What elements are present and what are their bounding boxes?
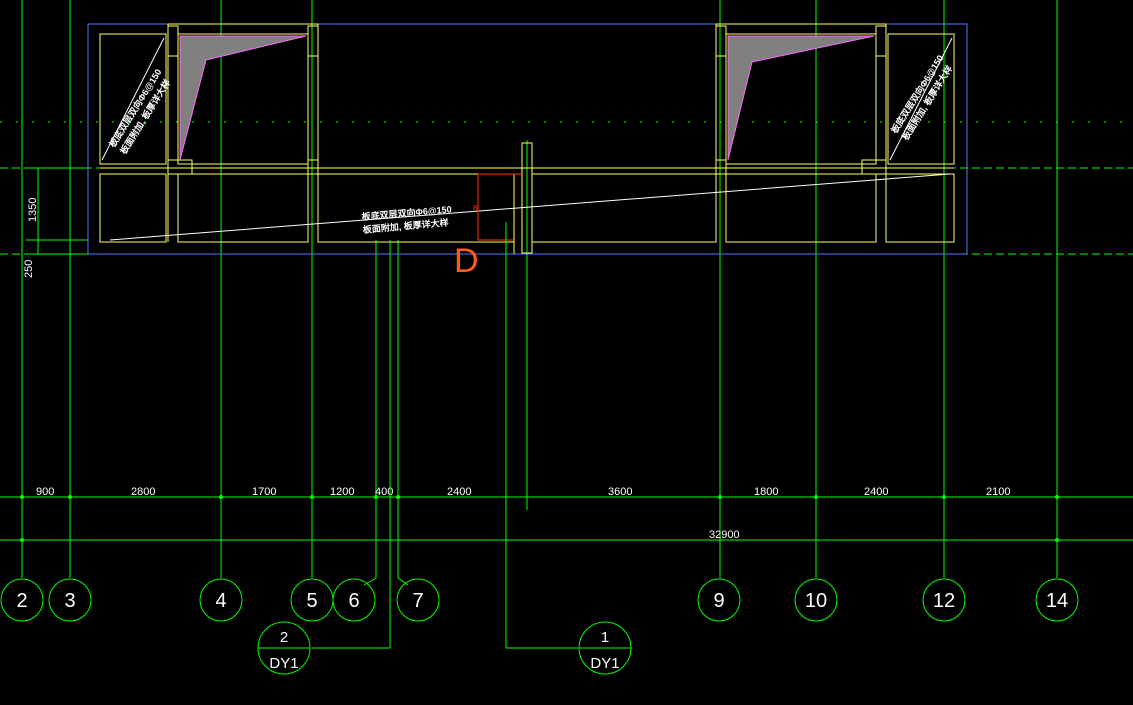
section-symbol-1[interactable]: 1 DY1 [578, 621, 632, 675]
dim-vertical-1: 1350 [27, 198, 39, 222]
axis-label-4: 4 [215, 590, 226, 612]
section-symbol-1-number: 1 [601, 629, 609, 646]
hatch-right [727, 35, 875, 161]
axis-bubbles [0, 578, 1079, 622]
axis-bubble-10[interactable] [794, 578, 838, 622]
slab-note-left: 板底双层双向Φ6@150 板面附加, 板厚详大样 [106, 67, 172, 156]
section-symbol-2[interactable]: 2 DY1 [257, 621, 311, 675]
slab-lines [101, 37, 953, 241]
axis-bubble-7[interactable] [396, 578, 440, 622]
axis-label-6: 6 [348, 590, 359, 612]
axis-bubble-14[interactable] [1035, 578, 1079, 622]
dim-span-9: 2400 [864, 486, 888, 498]
dim-vertical-2: 250 [23, 260, 35, 278]
floor-boundary [87, 23, 968, 255]
axis-label-9: 9 [713, 590, 724, 612]
slab-note-center: 板底双层双向Φ6@150 板面附加, 板厚详大样 [361, 203, 452, 235]
dim-span-5: 400 [375, 486, 393, 498]
axis-labels: 2 3 4 5 6 7 9 10 12 14 [16, 590, 1068, 612]
slab-note-right: 板底双层双向Φ6@150 板面附加, 板厚详大样 [888, 53, 954, 142]
axis-label-7: 7 [412, 590, 423, 612]
axis-bubble-12[interactable] [922, 578, 966, 622]
axis-bubble-4[interactable] [199, 578, 243, 622]
section-leaders [312, 222, 578, 649]
dimension-lines [0, 167, 1133, 541]
axis-bubble-6[interactable] [332, 578, 376, 622]
hatch-areas [179, 35, 875, 161]
dim-total: 32900 [709, 529, 740, 541]
axis-label-12: 12 [933, 590, 955, 612]
dim-span-4: 1200 [330, 486, 354, 498]
dim-span-7: 3600 [608, 486, 632, 498]
axis-label-3: 3 [64, 590, 75, 612]
dim-span-10: 2100 [986, 486, 1010, 498]
axis-line-7 [397, 240, 409, 586]
dim-span-2: 2800 [131, 486, 155, 498]
dim-span-1: 900 [36, 486, 54, 498]
dimension-labels: 900 2800 1700 1200 400 2400 3600 1800 24… [23, 198, 1010, 541]
axis-label-5: 5 [306, 590, 317, 612]
hatch-left [179, 35, 307, 161]
axis-bubble-9[interactable] [697, 578, 741, 622]
axis-label-14: 14 [1046, 590, 1068, 612]
dim-span-8: 1800 [754, 486, 778, 498]
axis-bubble-3[interactable] [48, 578, 92, 622]
axis-line-6 [363, 240, 377, 586]
section-symbol-1-sheet: DY1 [590, 655, 619, 672]
dimension-ticks [20, 495, 1059, 542]
section-mark-label: B [473, 205, 478, 212]
dim-span-6: 2400 [447, 486, 471, 498]
markup-letter-d: D [454, 242, 479, 280]
section-symbol-2-number: 2 [280, 629, 288, 646]
section-symbol-2-sheet: DY1 [269, 655, 298, 672]
dim-span-3: 1700 [252, 486, 276, 498]
axis-label-10: 10 [805, 590, 827, 612]
axis-bubble-2[interactable] [0, 578, 44, 622]
axis-label-2: 2 [16, 590, 27, 612]
section-marker [477, 173, 522, 241]
